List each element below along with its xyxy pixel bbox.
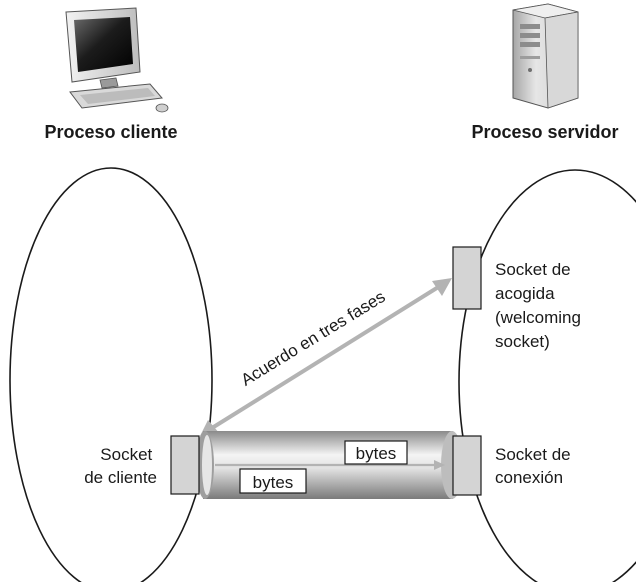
server-process-title: Proceso servidor [471, 122, 618, 142]
bytes-label-bottom: bytes [253, 473, 294, 492]
client-socket [170, 435, 200, 495]
connection-socket [452, 435, 482, 496]
bytes-box-bottom [239, 468, 307, 494]
handshake-label: Acuerdo en tres fases [238, 287, 389, 390]
connection-socket-label: Socket de conexión [495, 445, 575, 487]
client-socket-label: Socket de cliente [84, 445, 157, 487]
server-process-ellipse [458, 169, 636, 582]
connection-pipe [196, 431, 463, 499]
server-tower-icon [512, 3, 579, 109]
desktop-computer-icon [65, 7, 169, 113]
welcoming-socket-label: Socket de acogida (welcoming socket) [495, 260, 586, 351]
bytes-box-top [344, 440, 408, 465]
client-process-ellipse [9, 167, 213, 582]
handshake-arrow [200, 278, 452, 436]
bytes-label-top: bytes [356, 444, 397, 463]
welcoming-socket [452, 246, 482, 310]
client-process-title: Proceso cliente [44, 122, 177, 142]
